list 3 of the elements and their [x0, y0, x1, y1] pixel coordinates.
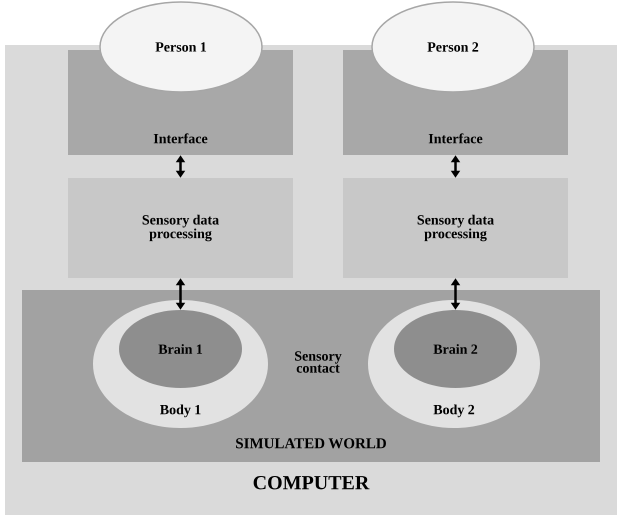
processing-box: Sensory data processing [68, 178, 293, 278]
label-text: Sensory contact [295, 351, 342, 373]
processing-box: Sensory data processing [343, 178, 568, 278]
